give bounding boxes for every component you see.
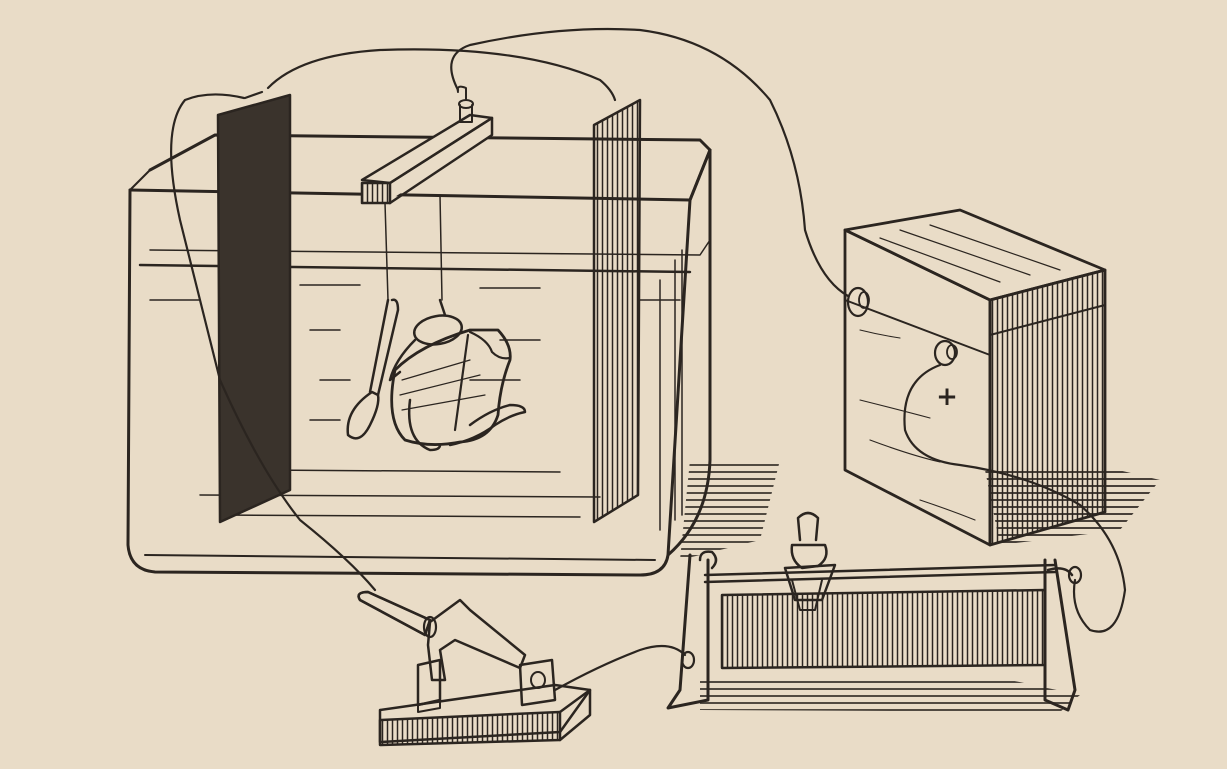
hanging-threads [384,194,443,301]
spoon-icon [346,298,400,440]
battery-box-icon: + [843,208,1160,547]
electrode-plate-left-icon [216,93,292,524]
water-ripples [149,284,681,518]
electrode-plate-right-icon [592,98,642,524]
teapot-icon [390,328,527,452]
connecting-wires [170,27,1127,692]
scissors-icon [388,298,464,382]
knife-switch-icon [357,590,592,747]
battery-positive-label: + [936,382,958,412]
wooden-crossbar-icon [360,85,494,205]
rheostat-icon [666,511,1083,712]
